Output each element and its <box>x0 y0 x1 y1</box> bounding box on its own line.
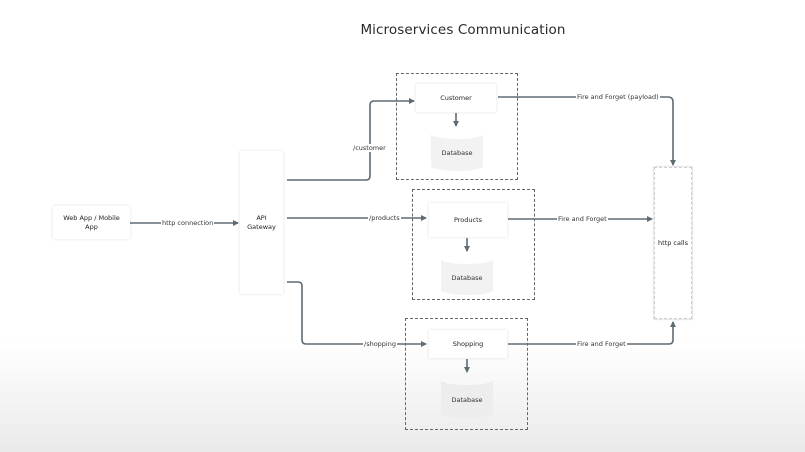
http-calls-node[interactable]: http calls <box>654 167 692 319</box>
products-service-node[interactable]: Products <box>429 203 507 237</box>
edge-label-customer-route: /customer <box>352 144 387 152</box>
products-database-label: Database <box>451 273 483 282</box>
edge-label-products-event: Fire and Forget <box>557 215 608 223</box>
customer-service-group <box>396 73 518 180</box>
api-gateway-label: API Gateway <box>247 213 276 231</box>
customer-service-label: Customer <box>440 93 472 102</box>
shopping-database-icon <box>441 375 493 418</box>
edge-label-products-route: /products <box>368 214 401 222</box>
api-gateway-node[interactable]: API Gateway <box>240 151 283 294</box>
shopping-database-label: Database <box>451 395 483 404</box>
products-service-group <box>412 189 535 300</box>
http-calls-label: http calls <box>658 238 688 247</box>
products-database[interactable]: Database <box>441 254 493 295</box>
customer-database-label: Database <box>441 149 473 157</box>
shopping-service-label: Shopping <box>452 339 484 348</box>
customer-database[interactable]: Database <box>431 129 483 171</box>
edge-shopping-http <box>508 321 676 345</box>
diagram-title: Microservices Communication <box>360 22 566 38</box>
edge-customer-http <box>498 96 676 166</box>
products-service-label: Products <box>453 215 483 224</box>
shopping-service-node[interactable]: Shopping <box>429 330 507 358</box>
shopping-service-group <box>405 318 528 430</box>
edge-label-http-connection: http connection <box>161 219 215 227</box>
customer-service-node[interactable]: Customer <box>416 84 496 112</box>
edge-label-customer-event: Fire and Forget (payload) <box>576 93 660 101</box>
edge-label-shopping-route: /shopping <box>363 340 397 348</box>
edge-label-shopping-event: Fire and Forget <box>576 340 627 348</box>
edge-gateway-shopping <box>287 281 427 347</box>
products-database-icon <box>441 254 493 295</box>
edge-gateway-customer <box>287 98 415 181</box>
customer-database-icon <box>431 129 483 171</box>
client-node[interactable]: Web App / Mobile App <box>53 206 130 239</box>
client-node-label: Web App / Mobile App <box>63 213 120 231</box>
shopping-database[interactable]: Database <box>441 375 493 418</box>
